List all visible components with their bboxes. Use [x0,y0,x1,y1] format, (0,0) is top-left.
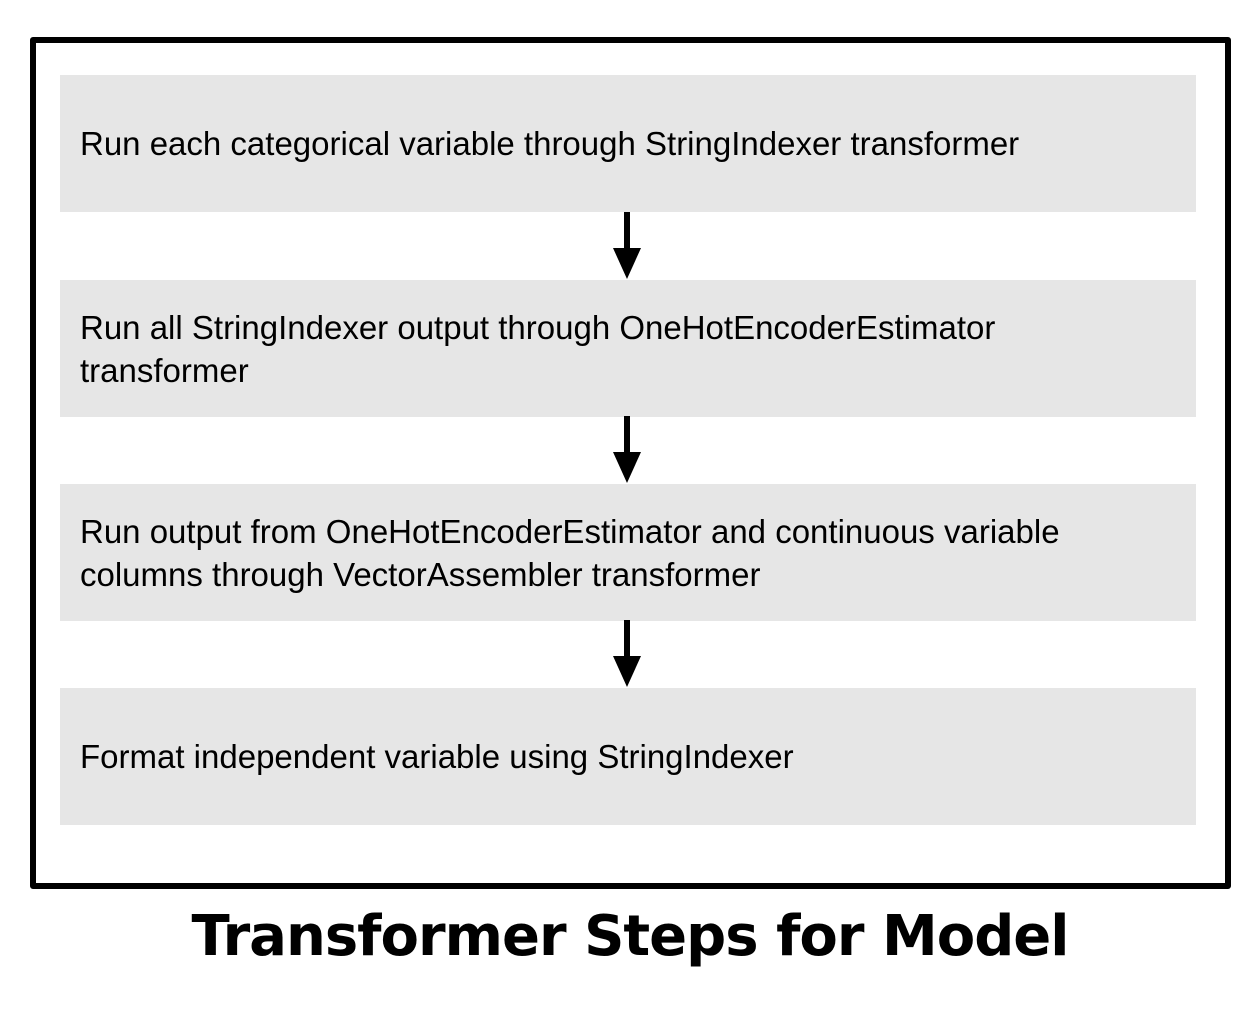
step-1-text: Run each categorical variable through St… [80,125,1020,162]
step-3-box: Run output from OneHotEncoderEstimator a… [60,484,1196,621]
arrow-down-icon [613,620,641,687]
step-4-box: Format independent variable using String… [60,688,1196,825]
diagram-frame [30,37,1231,889]
diagram-caption: Transformer Steps for Model [191,904,1070,969]
step-1-box: Run each categorical variable through St… [60,75,1196,212]
step-2-text: Run all StringIndexer output through One… [80,308,996,389]
step-2-box: Run all StringIndexer output through One… [60,280,1196,417]
arrow-down-icon [613,416,641,483]
arrow-down-icon [613,212,641,279]
step-3-text: Run output from OneHotEncoderEstimator a… [80,512,1060,593]
step-4-text: Format independent variable using String… [80,738,794,775]
